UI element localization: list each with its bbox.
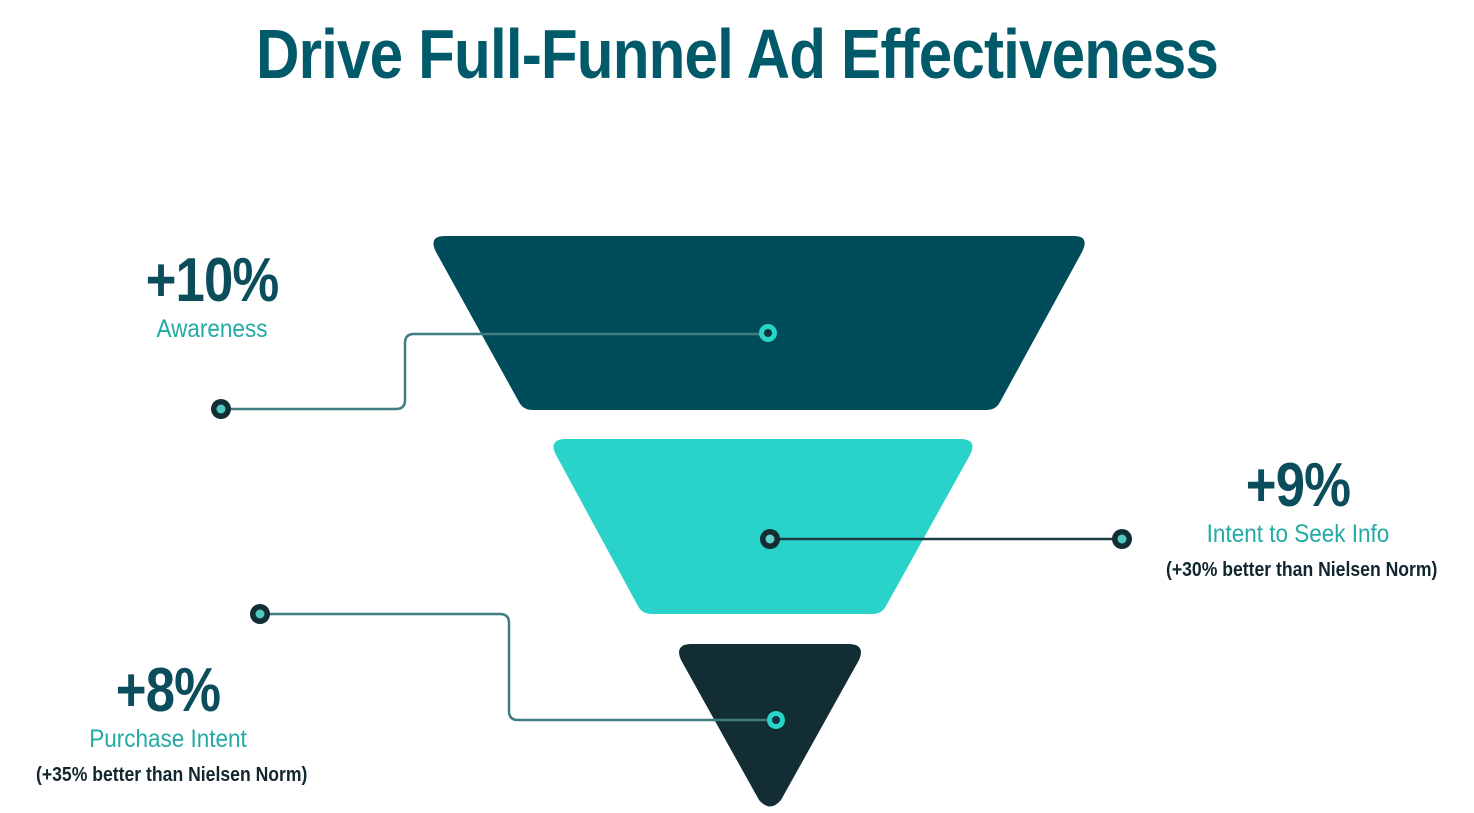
stat-value: +9%	[1245, 451, 1351, 520]
stat-awareness: +10% Awareness	[112, 250, 312, 344]
stat-intent-to-seek-info: +9% Intent to Seek Info (+30% better tha…	[1148, 455, 1448, 583]
stat-label: Purchase Intent	[89, 725, 247, 753]
funnel-stage-awareness	[433, 236, 1085, 410]
stat-value: +10%	[145, 246, 280, 315]
stat-note: (+35% better than Nielsen Norm)	[36, 764, 308, 786]
page-title: Drive Full-Funnel Ad Effectiveness	[255, 15, 1219, 93]
funnel-stage-intent-to-seek-info	[553, 439, 973, 614]
connector-line-purchase	[260, 612, 776, 722]
connector-line-awareness	[221, 332, 768, 411]
stat-purchase-intent: +8% Purchase Intent (+35% better than Ni…	[18, 660, 318, 788]
stat-value: +8%	[115, 656, 221, 725]
stat-note: (+30% better than Nielsen Norm)	[1166, 559, 1438, 581]
stat-label: Intent to Seek Info	[1206, 520, 1390, 548]
stat-label: Awareness	[156, 315, 268, 343]
